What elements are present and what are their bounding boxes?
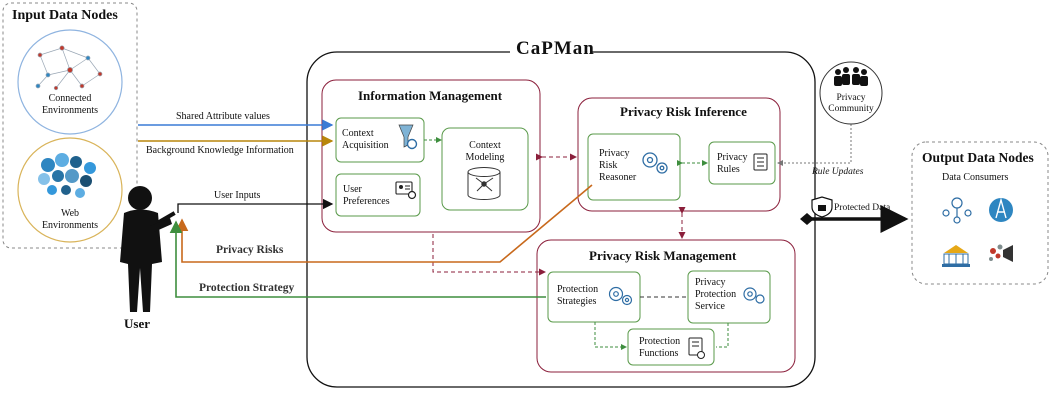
privacy-rules-box [708,141,776,185]
output-nodes-subtitle: Data Consumers [942,172,1009,183]
web-environments-label: Web Environments [41,208,99,231]
user-preferences-label: User Preferences [343,184,390,207]
user-label: User [124,316,150,331]
privacy-risk-inference-title: Privacy Risk Inference [620,104,747,119]
connected-environments-circle [17,29,123,135]
rule-updates-label: Rule Updates [812,167,864,177]
context-modeling-box [441,127,529,211]
protected-data-diamond [800,213,814,225]
funnel-gear-icon [398,124,418,150]
people-network-icon [942,197,972,224]
strategies-gears-icon [608,286,633,306]
privacy-risk-management-title: Privacy Risk Management [589,248,737,263]
rule-updates-arrow [777,124,852,166]
context-acquisition-label: Context Acquisition [342,128,389,151]
privacy-protection-service-box [687,270,771,324]
user-inputs-label: User Inputs [214,190,261,201]
protected-data-label: Protected Data [834,203,891,213]
privacy-risk-reasoner-box [587,133,681,201]
megaphone-data-icon [989,244,1013,262]
information-management-title: Information Management [358,88,503,103]
privacy-risks-label: Privacy Risks [216,244,284,256]
rules-document-icon [753,153,768,171]
tower-icon [989,197,1013,222]
service-to-functions-link [716,323,729,348]
privacy-risk-reasoner-label: Privacy Risk Reasoner [599,148,637,183]
privacy-rules-label: Privacy Rules [717,152,748,175]
shared-attribute-label: Shared Attribute values [176,111,270,122]
context-modeling-label: Context Modeling [465,140,505,163]
background-knowledge-label: Background Knowledge Information [146,145,294,156]
privacy-risk-management-box [536,239,796,373]
protection-functions-label: Protection Functions [639,336,681,359]
privacy-community-label: Privacy Community [828,93,874,114]
community-people-icon [834,67,868,86]
database-icon [467,167,501,200]
functions-document-lock-icon [688,337,705,359]
info-management-link [432,234,546,276]
user-inputs-arrow [177,198,334,213]
connected-environments-label: Connected Environments [41,93,99,116]
protection-strategy-label: Protection Strategy [199,282,295,294]
network-graph-icon [35,45,103,91]
user-preferences-box [335,173,421,217]
service-gears-icon [743,287,765,304]
social-media-cloud-icon [38,153,96,198]
capman-title: CaPMan [516,38,595,59]
protection-strategies-label: Protection Strategies [557,284,599,307]
government-building-icon [942,245,970,267]
shield-lock-icon [811,196,833,218]
output-nodes-title: Output Data Nodes [922,150,1034,165]
gears-icon [642,152,668,174]
user-figure-icon [120,186,176,312]
id-card-gear-icon [395,181,417,200]
output-nodes-panel [911,141,1049,285]
privacy-risks-arrow [175,184,593,263]
protection-strategy-arrow [169,220,546,298]
protection-functions-box [627,328,715,366]
input-nodes-title: Input Data Nodes [12,8,118,23]
strategies-to-functions-arrow [594,322,627,350]
privacy-protection-service-label: Privacy Protection Service [695,277,737,312]
